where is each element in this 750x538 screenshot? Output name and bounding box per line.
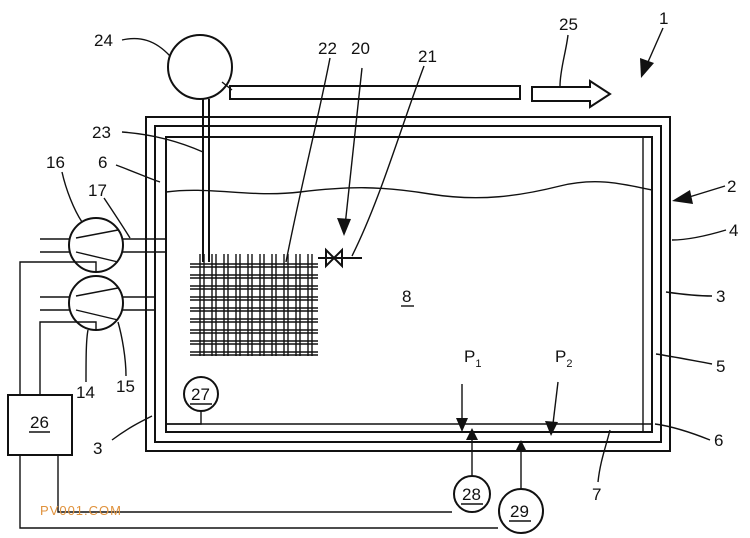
label-23: 23 <box>92 123 111 142</box>
compressor-14-symbol <box>75 287 119 321</box>
p1-arrowhead <box>456 418 468 432</box>
leader-5 <box>655 353 713 365</box>
label-2: 2 <box>727 177 736 196</box>
flow-arrow-25 <box>531 79 612 109</box>
arrow-2-line <box>685 185 726 199</box>
leader-17 <box>103 197 131 239</box>
label-20: 20 <box>351 39 370 58</box>
leader-21 <box>351 65 425 257</box>
arrow-2-head <box>672 190 693 204</box>
label-p1-sub: 1 <box>475 358 481 370</box>
watermark: PV001.COM <box>40 503 122 518</box>
label-28: 28 <box>462 485 481 504</box>
leader-22 <box>285 57 331 263</box>
label-7: 7 <box>592 485 601 504</box>
label-p2: P2 <box>555 347 572 370</box>
label-25: 25 <box>559 15 578 34</box>
label-3-right: 3 <box>716 287 725 306</box>
label-p2-sub: 2 <box>566 358 572 370</box>
sensor-27-wire <box>166 411 202 425</box>
control-wire-16 <box>19 261 97 395</box>
label-p2-main: P <box>555 347 566 366</box>
label-6-left: 6 <box>98 153 107 172</box>
arrow-20-line <box>344 67 363 227</box>
sensor-28-arrowhead <box>466 428 478 440</box>
label-14: 14 <box>76 383 95 402</box>
sensor-29-arrowhead <box>515 440 527 452</box>
leader-25 <box>559 34 569 87</box>
leader-16 <box>61 171 83 223</box>
label-8: 8 <box>402 287 411 306</box>
label-15: 15 <box>116 377 135 396</box>
label-27: 27 <box>191 385 210 404</box>
label-p1: P1 <box>464 347 481 370</box>
leader-24 <box>121 37 171 57</box>
label-4: 4 <box>729 221 738 240</box>
exhaust-pipe <box>229 85 521 100</box>
label-29: 29 <box>510 502 529 521</box>
label-17: 17 <box>88 181 107 200</box>
label-21: 21 <box>418 47 437 66</box>
control-wire-14 <box>39 321 97 395</box>
label-5: 5 <box>716 357 725 376</box>
outer-wall <box>145 116 671 452</box>
leader-3b <box>665 291 713 297</box>
label-p1-main: P <box>464 347 475 366</box>
label-26: 26 <box>30 413 49 432</box>
leader-15 <box>117 321 127 377</box>
leader-23 <box>121 131 204 153</box>
label-24: 24 <box>94 31 113 50</box>
leader-6b <box>654 423 711 441</box>
label-1: 1 <box>659 9 668 28</box>
label-6-right: 6 <box>714 431 723 450</box>
compressor-16-symbol <box>75 229 119 263</box>
label-16: 16 <box>46 153 65 172</box>
p2-arrowhead <box>545 421 558 436</box>
controller-26 <box>7 394 73 456</box>
leader-3a <box>111 415 153 441</box>
heat-exchanger-grid <box>190 254 318 356</box>
insulation-layer <box>154 125 662 443</box>
control-wire-bottom-a <box>19 455 498 529</box>
pump-24 <box>167 34 233 100</box>
label-22: 22 <box>318 39 337 58</box>
arrow-20-head <box>337 218 351 236</box>
leader-4 <box>671 229 727 241</box>
arrow-1-line <box>647 27 664 63</box>
label-3-left: 3 <box>93 439 102 458</box>
liquid-surface <box>165 180 653 199</box>
leader-6a <box>115 164 161 183</box>
arrow-1-head <box>640 58 654 78</box>
valve-20 <box>325 247 343 269</box>
inner-vessel <box>165 136 653 433</box>
leader-7 <box>597 429 611 483</box>
leader-14 <box>85 329 89 383</box>
control-wire-bottom-b <box>57 455 452 513</box>
